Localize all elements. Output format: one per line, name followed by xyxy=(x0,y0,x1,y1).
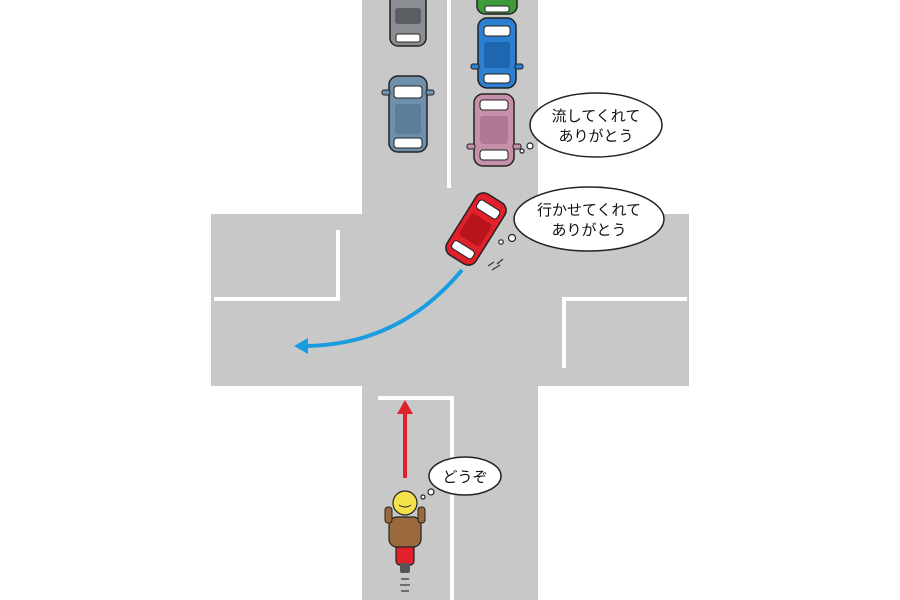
car-steel-blue xyxy=(381,75,435,153)
motorcycle-rider xyxy=(384,490,426,592)
car-blue xyxy=(470,17,524,89)
motion-lines xyxy=(487,258,504,271)
car-gray-top xyxy=(389,0,427,47)
lane-markings xyxy=(214,0,687,600)
turning-car-red xyxy=(445,192,507,266)
turning-driver-line1: 行かせてくれて xyxy=(537,201,641,219)
speech-bubble-rider: どうぞ xyxy=(420,456,502,500)
speech-bubble-turning-driver: 行かせてくれて ありがとう xyxy=(498,186,665,252)
parked-driver-line2: ありがとう xyxy=(558,127,633,145)
car-pink xyxy=(466,93,522,167)
stop-line-west-upper xyxy=(214,230,340,301)
rider-text: どうぞ xyxy=(442,468,487,486)
turning-driver-line2: ありがとう xyxy=(551,221,626,239)
speech-bubble-parked-driver: 流してくれて ありがとう xyxy=(519,92,663,158)
parked-driver-line1: 流してくれて xyxy=(552,107,641,125)
turn-arrow xyxy=(294,268,464,354)
motorcycle-arrow xyxy=(397,400,413,478)
car-green xyxy=(476,0,518,15)
stop-line-south xyxy=(378,396,454,600)
stop-line-east-lower xyxy=(562,297,687,368)
